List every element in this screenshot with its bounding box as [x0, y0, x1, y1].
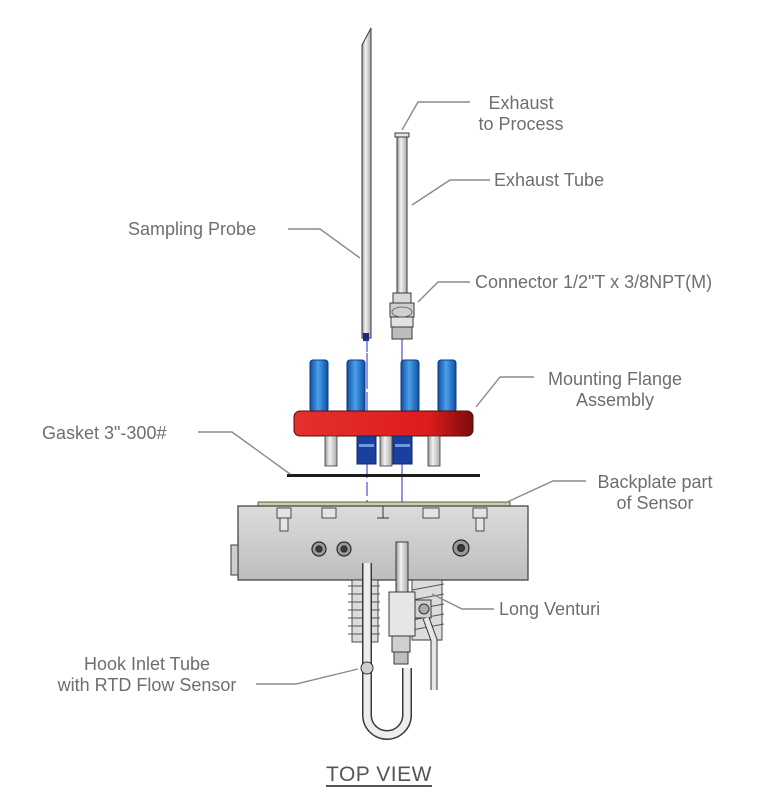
gasket	[287, 474, 480, 477]
sensor-body	[230, 505, 529, 581]
backplate	[257, 501, 511, 507]
label-hook-line1: Hook Inlet Tube	[83, 654, 211, 674]
label-exhaust-tube: Exhaust Tube	[494, 170, 605, 190]
exhaust-tube	[394, 132, 410, 296]
label-backplate: Backplate part of Sensor	[582, 472, 728, 514]
flange-studs	[324, 435, 441, 467]
label-connector: Connector 1/2"T x 3/8NPT(M)	[475, 272, 713, 292]
label-exhaust-line1: Exhaust	[488, 93, 554, 113]
connector-fitting	[389, 292, 415, 340]
label-hook-inlet: Hook Inlet Tube with RTD Flow Sensor	[40, 654, 254, 696]
label-long-venturi: Long Venturi	[499, 599, 601, 619]
view-caption: TOP VIEW	[326, 763, 432, 786]
label-hook-line2: with RTD Flow Sensor	[57, 675, 237, 695]
label-exhaust-to-process: Exhaust to Process	[466, 93, 576, 135]
mounting-flange	[293, 410, 474, 437]
flange-bolts	[309, 359, 457, 413]
label-flange-line2: Assembly	[575, 390, 655, 410]
label-gasket: Gasket 3"-300#	[42, 423, 167, 443]
label-sampling-probe: Sampling Probe	[128, 219, 257, 239]
label-backplate-line2: of Sensor	[616, 493, 694, 513]
label-flange-line1: Mounting Flange	[547, 369, 683, 389]
sampling-probe	[361, 27, 372, 341]
long-venturi	[388, 541, 438, 690]
leader-lines	[198, 101, 586, 685]
label-backplate-line1: Backplate part	[597, 472, 713, 492]
label-exhaust-line2: to Process	[478, 114, 564, 134]
hook-inlet-tube	[360, 563, 412, 740]
label-mounting-flange: Mounting Flange Assembly	[533, 369, 697, 411]
